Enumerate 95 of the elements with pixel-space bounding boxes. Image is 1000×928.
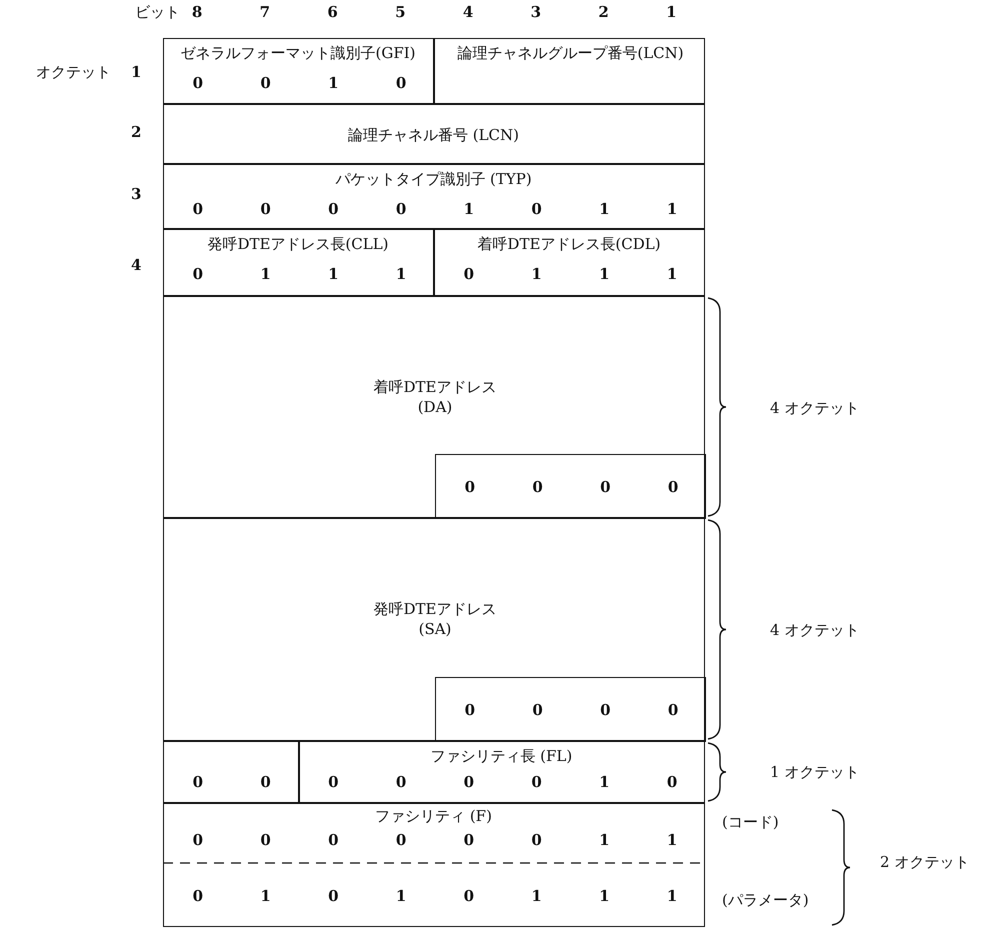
octet-number: 1	[131, 62, 142, 82]
axis-label: ビット	[135, 2, 180, 22]
field-name: 発呼DTEアドレス(SA)	[372, 599, 498, 639]
bit-value: 0	[327, 772, 340, 792]
bit-number: 3	[530, 2, 542, 22]
bit-value: 1	[327, 264, 340, 284]
bit-value: 1	[598, 772, 611, 792]
octet-number: 2	[131, 122, 142, 142]
bit-value: 1	[666, 199, 678, 219]
bit-number: 5	[395, 2, 406, 22]
field-box	[435, 454, 706, 519]
bit-value: 1	[598, 830, 611, 850]
field-box	[163, 164, 705, 229]
bit-value: 0	[530, 830, 543, 850]
bit-value: 0	[259, 830, 272, 850]
octet-count: 1 オクテット	[770, 762, 860, 782]
field-box	[163, 104, 705, 164]
bit-value: 0	[666, 477, 680, 497]
bit-value: 0	[192, 830, 204, 850]
field-name: ファシリティ長 (FL)	[429, 746, 574, 766]
bit-value: 0	[394, 199, 408, 219]
bit-value: 1	[259, 264, 272, 284]
bit-value: 1	[530, 264, 543, 284]
field-name: 論理チャネル番号 (LCN)	[346, 125, 520, 145]
bit-value: 0	[394, 73, 408, 93]
field-name: 発呼DTEアドレス長(CLL)	[206, 234, 390, 254]
field-box	[434, 38, 705, 104]
field-name: ゼネラルフォーマット識別子(GFI)	[179, 43, 417, 63]
field-name: 論理チャネルグループ番号(LCN)	[456, 43, 685, 63]
bit-value: 0	[666, 772, 678, 792]
field-name: 着呼DTEアドレス長(CDL)	[476, 234, 662, 254]
bit-value: 1	[666, 886, 678, 906]
bit-value: 1	[598, 264, 611, 284]
octet-count: 4 オクテット	[770, 620, 860, 640]
bit-value: 0	[327, 886, 340, 906]
field-name: ファシリティ (F)	[374, 806, 493, 826]
field-note: (コード)	[722, 812, 779, 832]
bit-number: 7	[260, 2, 270, 22]
bit-value: 0	[666, 700, 680, 720]
bit-value: 1	[327, 73, 340, 93]
bit-value: 0	[259, 199, 272, 219]
bit-value: 0	[464, 477, 476, 497]
bit-value: 0	[531, 477, 544, 497]
bit-value: 1	[394, 886, 408, 906]
bit-number: 6	[327, 2, 338, 22]
octet-count: 2 オクテット	[880, 852, 970, 872]
bit-value: 1	[666, 830, 678, 850]
bit-value: 1	[462, 199, 476, 219]
bit-value: 0	[192, 199, 204, 219]
field-box	[435, 677, 706, 742]
bit-number: 2	[598, 2, 609, 22]
bit-value: 0	[394, 830, 408, 850]
bit-value: 0	[192, 886, 204, 906]
field-box	[434, 229, 705, 296]
bit-value: 0	[327, 830, 340, 850]
bit-value: 0	[327, 199, 340, 219]
bit-value: 0	[530, 199, 543, 219]
axis-label: オクテット	[36, 62, 111, 82]
bit-value: 0	[462, 886, 476, 906]
bit-value: 0	[259, 772, 272, 792]
field-box	[163, 803, 705, 927]
field-box	[298, 741, 705, 803]
bit-value: 0	[192, 772, 204, 792]
bit-value: 0	[531, 700, 544, 720]
octet-number: 4	[131, 255, 142, 275]
field-box	[163, 229, 434, 296]
field-note: (パラメータ)	[722, 890, 809, 910]
bit-value: 1	[530, 886, 543, 906]
field-name: パケットタイプ識別子 (TYP)	[334, 169, 533, 189]
bit-value: 0	[192, 264, 204, 284]
bit-value: 0	[464, 700, 476, 720]
field-box	[163, 518, 705, 741]
field-box	[163, 741, 298, 803]
bit-value: 0	[462, 264, 476, 284]
octet-count: 4 オクテット	[770, 398, 860, 418]
bit-number: 1	[666, 2, 677, 22]
bit-number: 8	[192, 2, 202, 22]
bit-value: 0	[192, 73, 204, 93]
bit-value: 0	[259, 73, 272, 93]
bit-value: 0	[462, 830, 476, 850]
bit-value: 0	[462, 772, 476, 792]
bit-value: 0	[599, 477, 612, 497]
bit-number: 4	[462, 2, 474, 22]
field-box	[163, 296, 705, 518]
bit-value: 1	[598, 199, 611, 219]
field-name: 着呼DTEアドレス(DA)	[372, 377, 498, 417]
bit-value: 1	[394, 264, 408, 284]
bit-value: 0	[530, 772, 543, 792]
bit-value: 1	[259, 886, 272, 906]
field-box	[163, 38, 434, 104]
bit-value: 0	[394, 772, 408, 792]
bit-value: 1	[666, 264, 678, 284]
bit-value: 1	[598, 886, 611, 906]
octet-number: 3	[131, 184, 142, 204]
bit-value: 0	[599, 700, 612, 720]
